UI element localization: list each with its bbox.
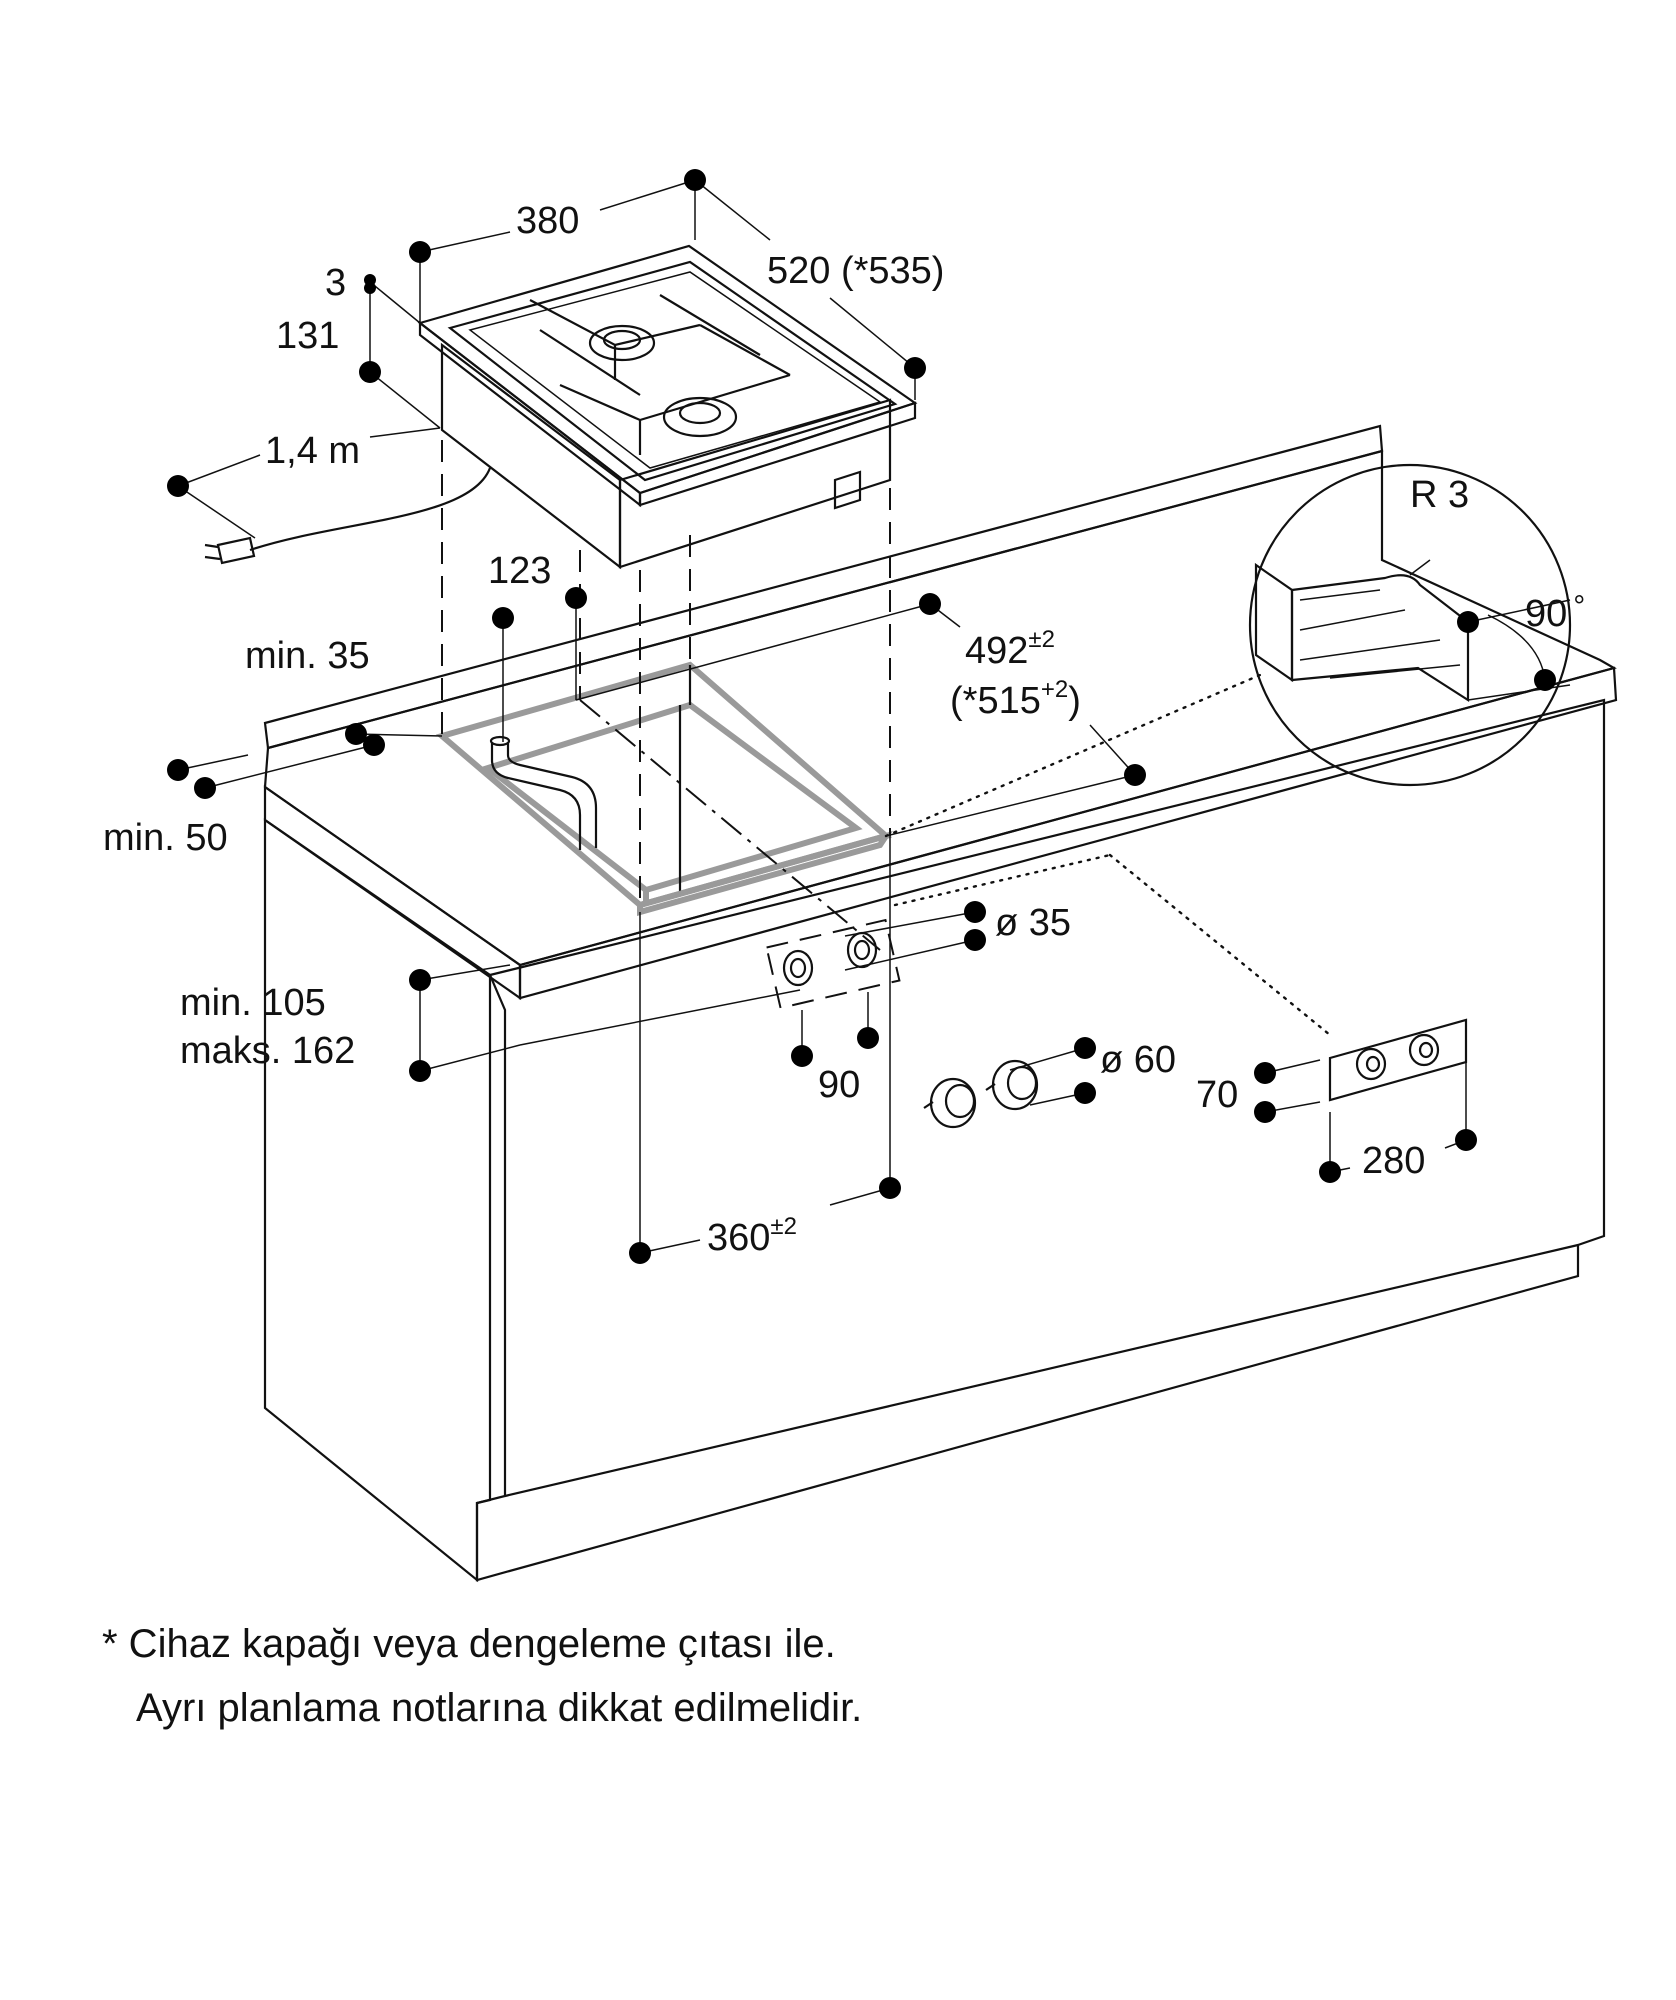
label-diameter-60: ø 60: [1100, 1039, 1176, 1081]
label-380: 380: [516, 200, 579, 242]
label-min-35: min. 35: [245, 635, 370, 677]
label-3: 3: [325, 262, 346, 304]
label-cable-length: 1,4 m: [265, 430, 360, 472]
control-panel: [1328, 1018, 1468, 1102]
label-131: 131: [276, 315, 339, 357]
label-360: 360±2: [707, 1213, 797, 1259]
cabinet-side: [263, 817, 492, 1583]
worktop-upstand: [263, 424, 1384, 750]
label-515: (*515+2): [950, 676, 1081, 722]
burner-front: [662, 396, 738, 438]
label-520: 520 (*535): [767, 250, 944, 292]
footnote-line-2: Ayrı planlama notlarına dikkat edilmelid…: [136, 1686, 863, 1730]
label-280: 280: [1362, 1140, 1425, 1182]
plug-icon: [204, 536, 256, 565]
projection-lines: [441, 420, 891, 905]
burner-rear: [588, 324, 656, 362]
label-90-degree: 90°: [1525, 590, 1585, 635]
cabinet: [263, 424, 1618, 1583]
cabinet-front: [475, 698, 1606, 1582]
label-123: 123: [488, 550, 551, 592]
power-cable: [249, 467, 492, 552]
worktop-left-edge: [263, 784, 522, 1001]
knob-holes: [765, 918, 901, 1010]
label-maks-162: maks. 162: [180, 1030, 355, 1072]
label-min-50: min. 50: [103, 817, 228, 859]
worktop-cutout: [435, 661, 893, 951]
gas-pipe-icon: [489, 735, 598, 850]
label-70: 70: [1196, 1074, 1238, 1116]
label-r3: R 3: [1410, 474, 1469, 516]
dimension-labels: 380 520 (*535) 3 131 1,4 m 123 min. 35 4…: [103, 200, 1585, 1259]
gas-hob: [417, 244, 918, 570]
footnote-line-1: * Cihaz kapağı veya dengeleme çıtası ile…: [102, 1622, 836, 1666]
worktop-surface: [263, 449, 1617, 967]
label-min-105: min. 105: [180, 982, 326, 1024]
control-knob-icon: [923, 1059, 1039, 1129]
label-492: 492±2: [965, 626, 1055, 672]
label-90: 90: [818, 1064, 860, 1106]
dimension-point-icon: [167, 169, 1556, 1264]
label-diameter-35: ø 35: [995, 902, 1071, 944]
